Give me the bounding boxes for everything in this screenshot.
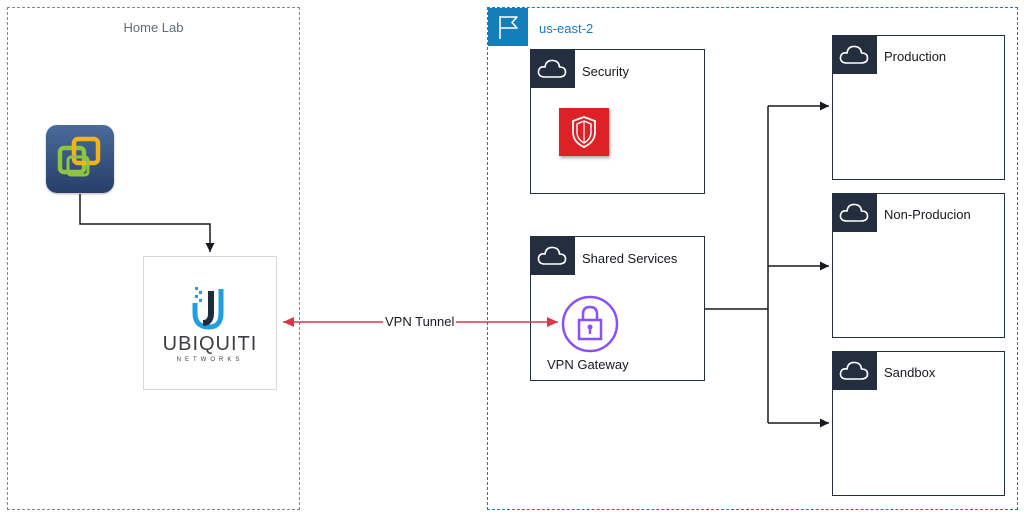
shield-icon	[559, 108, 609, 156]
ubiquiti-logo: UBIQUITI NETWORKS	[143, 256, 277, 390]
shared-services-account: Shared Services VPN Gateway	[530, 236, 705, 381]
production-title: Production	[884, 49, 947, 64]
security-title: Security	[582, 64, 629, 79]
cloud-icon	[833, 36, 877, 74]
security-account: Security	[530, 49, 705, 194]
vpn-gateway-label: VPN Gateway	[547, 357, 629, 372]
vmware-vsphere-icon	[46, 125, 114, 193]
ubiquiti-u-icon	[192, 287, 224, 330]
cloud-icon	[531, 237, 575, 275]
vpn-gateway-icon	[561, 295, 619, 353]
vpn-tunnel-label: VPN Tunnel	[383, 314, 457, 329]
cloud-icon	[833, 352, 877, 390]
cloud-icon	[531, 50, 575, 88]
region-group: us-east-2	[487, 7, 1018, 510]
region-label: us-east-2	[539, 21, 594, 36]
home-lab-label: Home Lab	[123, 20, 184, 35]
region-flag-icon	[488, 8, 528, 46]
shared-services-title: Shared Services	[582, 251, 678, 266]
ubiquiti-sub: NETWORKS	[176, 357, 244, 363]
vmware-to-ubiquiti-connector	[79, 194, 215, 252]
non-production-account: Non-Producion	[832, 193, 1005, 338]
sandbox-title: Sandbox	[884, 365, 936, 380]
sandbox-account: Sandbox	[832, 351, 1005, 496]
cloud-icon	[833, 194, 877, 232]
ubiquiti-brand: UBIQUITI	[162, 333, 258, 355]
home-lab-group: Home Lab	[7, 7, 300, 510]
non-production-title: Non-Producion	[884, 207, 971, 222]
production-account: Production	[832, 35, 1005, 180]
shared-services-trunk	[705, 106, 769, 423]
